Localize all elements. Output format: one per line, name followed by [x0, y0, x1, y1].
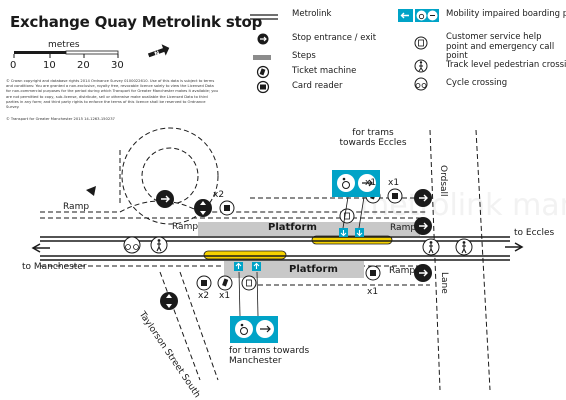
- callout-eccles: [332, 170, 380, 229]
- entrance-icon-ramp-south: [414, 264, 432, 282]
- label-to-manchester: to Manchester: [22, 262, 87, 272]
- label-to-eccles: to Eccles: [514, 228, 555, 238]
- scale-tick-0: 0: [10, 60, 17, 71]
- card-reader-icon: [256, 80, 270, 94]
- cycle-crossing-icon: [414, 77, 428, 91]
- help-point-icon: [414, 36, 428, 50]
- legend-label-metrolink: Metrolink: [292, 9, 332, 19]
- help-point-map-icon-north: [339, 208, 355, 224]
- street-label-lane: Lane: [439, 272, 449, 294]
- boarding-point-markers-south: [234, 262, 261, 271]
- label-ramp-south: Ramp: [389, 266, 416, 276]
- scale-bar: [13, 50, 119, 58]
- label-x2-south: x2: [198, 291, 210, 301]
- legend-label-cycle-crossing: Cycle crossing: [446, 78, 508, 88]
- north-arrow-icon: N: [147, 44, 170, 58]
- street-label-ordsall: Ordsall: [438, 165, 448, 197]
- scale-unit-label: metres: [48, 40, 80, 50]
- pedestrian-crossing-map-icon-mid: [422, 238, 440, 256]
- label-ramp-north-left: Ramp: [172, 222, 199, 232]
- tactile-strip-south: [203, 250, 287, 260]
- label-x1-north-b: x1: [388, 178, 400, 188]
- legend-label-entrance: Stop entrance / exit: [292, 33, 377, 43]
- entrance-icon-ordsall: [414, 189, 432, 207]
- scale-tick-20: 20: [77, 60, 90, 71]
- entrance-icon-ramp-north: [414, 217, 432, 235]
- boarding-point-markers-north: [339, 228, 364, 237]
- label-x1-south-b: x1: [367, 287, 379, 297]
- label-platform-south: Platform: [289, 264, 338, 275]
- card-reader-map-icon-n2: [387, 188, 403, 204]
- page-title: Exchange Quay Metrolink stop: [10, 13, 263, 31]
- card-reader-map-icon-s1: [196, 275, 212, 291]
- scale-tick-10: 10: [43, 60, 56, 71]
- pedestrian-crossing-icon: [414, 59, 428, 73]
- metrolink-tracks: [40, 236, 510, 261]
- scale-tick-30: 30: [111, 60, 124, 71]
- legend-label-steps: Steps: [292, 51, 316, 61]
- legend-label-ticket: Ticket machine: [292, 66, 357, 76]
- platform-north-left: [198, 222, 324, 236]
- steps-map-icon-north: [194, 199, 212, 217]
- tactile-strip-north: [311, 235, 393, 245]
- label-x2-north: x2: [213, 190, 225, 200]
- credit-line: © Transport for Greater Manchester 2015 …: [6, 117, 115, 121]
- help-point-map-icon-south: [241, 275, 257, 291]
- label-ramp-roundabout: Ramp: [63, 202, 90, 212]
- callout-manchester: [230, 271, 278, 343]
- label-trams-manchester: for trams towards Manchester: [229, 346, 310, 366]
- ticket-machine-icon: [256, 65, 270, 79]
- ramp-arrows: [86, 186, 96, 196]
- card-reader-map-icon-n1: [219, 200, 235, 216]
- entrance-icon-roundabout: [156, 190, 174, 208]
- steps-map-icon-south: [160, 292, 178, 310]
- pedestrian-crossing-map-icon-left: [150, 236, 168, 254]
- mobility-boarding-icon: [398, 9, 439, 22]
- copyright-notice: © Crown copyright and database rights 20…: [6, 79, 218, 110]
- legend-label-mobility: Mobility impaired boarding point: [446, 9, 566, 19]
- label-ramp-north-right: Ramp: [390, 223, 417, 233]
- svg-text:N: N: [154, 50, 161, 58]
- pedestrian-crossing-map-icon-right: [455, 238, 473, 256]
- steps-icon: [253, 55, 271, 60]
- label-trams-eccles: for trams towards Eccles: [339, 128, 407, 148]
- legend-label-card-reader: Card reader: [292, 81, 343, 91]
- stop-entrance-icon: [257, 33, 269, 45]
- card-reader-map-icon-s2: [365, 265, 381, 281]
- legend-label-ped-crossing: Track level pedestrian crossing: [446, 60, 566, 70]
- metrolink-line-icon: [250, 14, 278, 20]
- legend-label-help-point: Customer service help point and emergenc…: [446, 32, 555, 61]
- label-x1-north-a: x1: [365, 178, 377, 188]
- label-x1-south-a: x1: [219, 291, 231, 301]
- ticket-machine-map-icon-s: [217, 275, 233, 291]
- cycle-crossing-map-icon: [123, 236, 141, 254]
- label-platform-north: Platform: [268, 222, 317, 233]
